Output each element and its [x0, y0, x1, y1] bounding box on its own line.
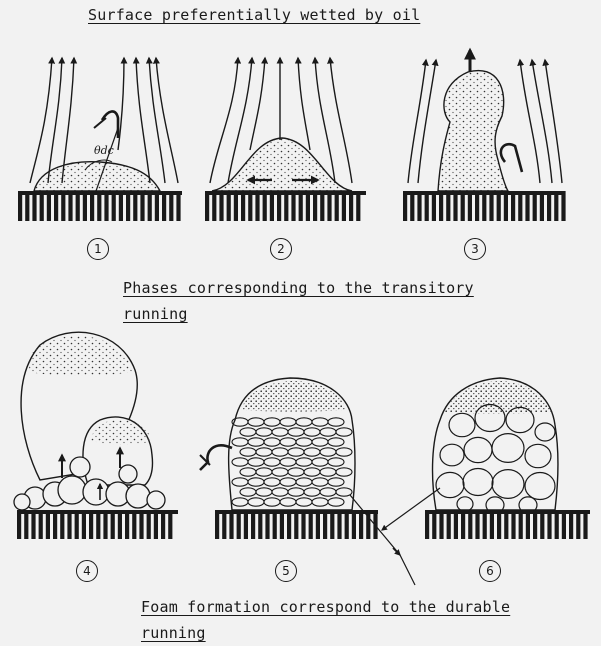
panel-3-vapor-column	[408, 50, 562, 191]
panel-3-flow-line	[418, 60, 436, 183]
panel-3-flow-line	[532, 60, 552, 183]
panel-2-flow-line	[250, 58, 265, 150]
panel-2-flow-line	[330, 58, 352, 183]
heating-surface	[425, 510, 590, 539]
panel-1-flow-line	[136, 58, 150, 183]
panel-3-curl-arrow	[501, 144, 522, 172]
panel-5-foam-column	[200, 378, 415, 585]
panel-4-number: 4	[76, 560, 98, 582]
heating-surface	[18, 191, 182, 221]
panel-2-flow-line	[298, 58, 310, 150]
panel-3-column	[438, 71, 508, 191]
panel-5-number: 5	[275, 560, 297, 582]
panel-3-flow-line	[520, 60, 540, 183]
panel-2-flow-line	[210, 58, 238, 183]
caption-top: Surface preferentially wetted by oil	[88, 6, 420, 24]
panel-2-bubble	[212, 138, 352, 191]
panel-5-pointer-line	[350, 495, 415, 585]
panel-5-curl-arrow	[200, 445, 232, 470]
panel-6-pointer-line	[382, 488, 440, 530]
panel-2-number: 2	[270, 238, 292, 260]
panel-3-flow-line	[545, 60, 562, 183]
panel-1-vapor-film	[30, 58, 178, 191]
panel-3-number: 3	[464, 238, 486, 260]
panel-1-flow-line	[30, 58, 52, 183]
panel-1-flow-line	[149, 58, 165, 183]
caption-durable-line-2: running	[141, 624, 206, 642]
caption-transitory-line-1: Phases corresponding to the transitory	[123, 279, 474, 297]
heating-surface-row-2	[17, 510, 590, 539]
panel-1-flow-line	[156, 58, 178, 183]
heating-surface	[17, 510, 178, 539]
heating-surface	[205, 191, 366, 221]
panel-1-number: 1	[87, 238, 109, 260]
caption-durable-line-1: Foam formation correspond to the durable	[141, 598, 510, 616]
heating-surface-row-1	[18, 191, 566, 221]
heating-surface	[403, 191, 566, 221]
panel-3-flow-line	[408, 60, 426, 183]
panel-6-foam-column	[382, 378, 558, 530]
panel-6-number: 6	[479, 560, 501, 582]
caption-transitory-line-2: running	[123, 305, 188, 323]
contact-angle-label: θdc	[94, 144, 114, 157]
panel-4-bubble-cluster	[14, 332, 165, 510]
heating-surface	[215, 510, 378, 539]
panel-2-vapor-film	[210, 58, 352, 191]
